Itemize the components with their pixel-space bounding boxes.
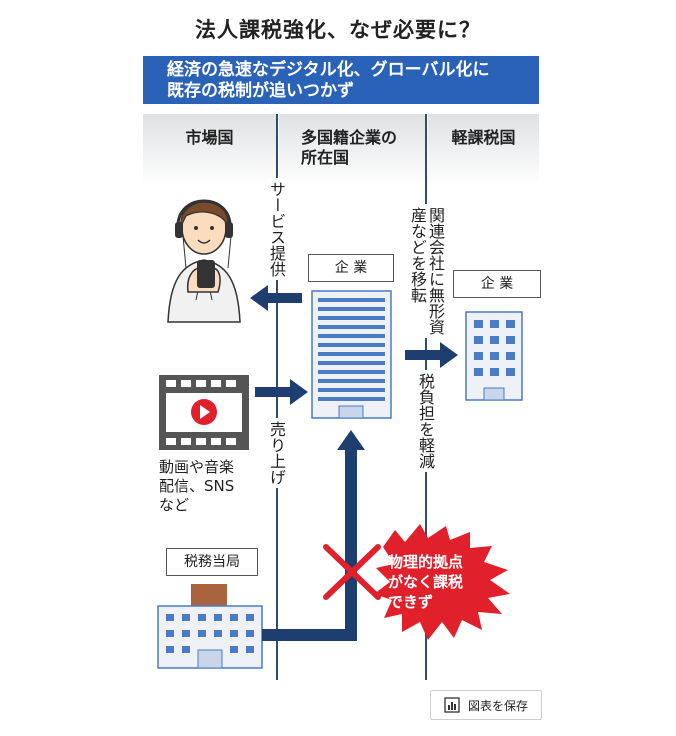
arrow-transfer-to-low-tax [405, 342, 458, 368]
arrow-tax-office-to-company [262, 430, 365, 641]
transfer-label: 関連会社に無形資産などを移転 [408, 204, 445, 338]
service-label: サービス提供 [267, 178, 286, 280]
column-header-market: 市場国 [143, 114, 276, 186]
blocked-cross-icon [323, 544, 381, 600]
alert-burst-text: 物理的拠点 がなく課税 できず [388, 552, 508, 612]
arrow-sales-to-company [255, 379, 308, 405]
banner-line-2: 既存の税制が追いつかず [167, 81, 354, 101]
arrow-service-to-market [250, 285, 302, 311]
alert-burst-line-3: できず [388, 593, 434, 611]
reduce-burden-label: 税負担を軽減 [416, 370, 435, 472]
column-header-home: 多国籍企業の 所在国 [279, 114, 425, 186]
media-caption-line-3: など [159, 496, 190, 514]
column-header-home-line-2: 所在国 [301, 148, 350, 167]
subtitle-banner: 経済の急速なデジタル化、グローバル化に 既存の税制が追いつかず [143, 56, 539, 104]
page-title: 法人課税強化、なぜ必要に？ [195, 18, 481, 42]
person-icon [167, 199, 241, 323]
company-label-low-tax: 企 業 [453, 270, 541, 298]
column-header-market-label: 市場国 [185, 128, 234, 147]
company-building-main [311, 290, 392, 419]
alert-burst [374, 524, 510, 640]
save-chart-button[interactable]: 図表を保存 [430, 690, 542, 720]
media-caption: 動画や音楽 配信、SNS など [159, 458, 234, 515]
media-caption-line-1: 動画や音楽 [159, 458, 235, 476]
alert-burst-line-2: がなく課税 [388, 573, 464, 591]
tax-office-label: 税務当局 [166, 548, 258, 576]
company-building-low-tax [465, 311, 523, 401]
alert-burst-line-1: 物理的拠点 [388, 553, 464, 571]
column-header-home-line-1: 多国籍企業の [301, 128, 398, 147]
company-label-main: 企 業 [308, 254, 394, 282]
sales-label: 売り上げ [267, 418, 286, 488]
video-player-icon [159, 375, 249, 450]
tax-office-building [157, 584, 263, 669]
save-chart-button-label: 図表を保存 [467, 698, 528, 713]
bar-chart-icon [444, 697, 460, 713]
media-caption-line-2: 配信、SNS [159, 477, 235, 495]
banner-line-1: 経済の急速なデジタル化、グローバル化に [167, 60, 490, 80]
column-header-low-tax-label: 軽課税国 [451, 128, 516, 147]
column-header-low-tax: 軽課税国 [428, 114, 539, 186]
